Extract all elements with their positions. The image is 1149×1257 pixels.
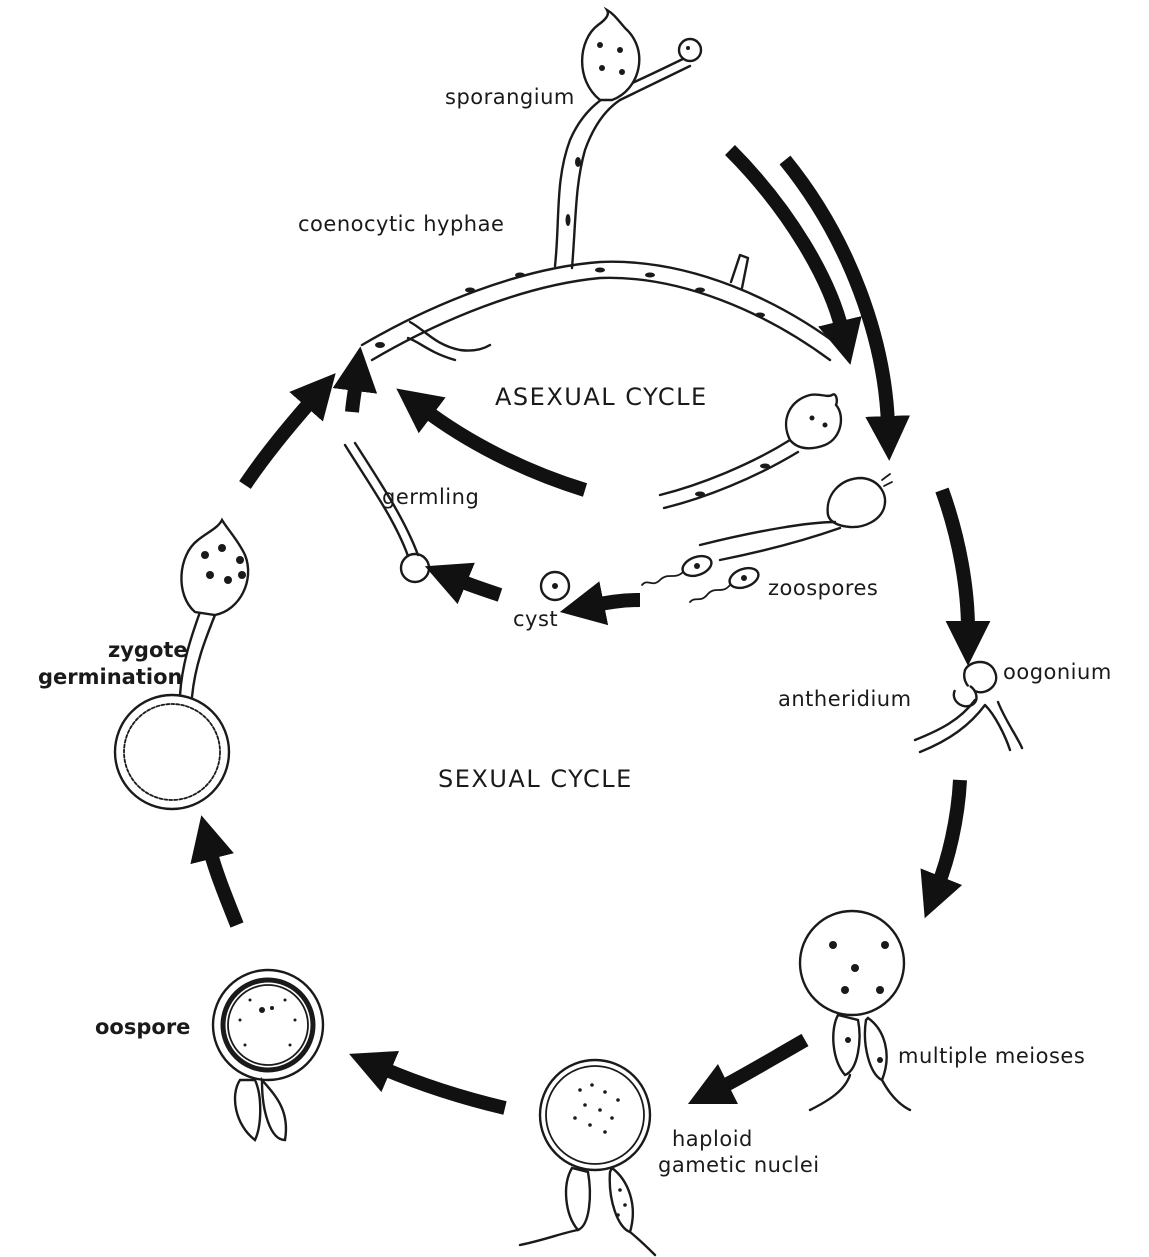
arrow-oogonium-to-meioses (938, 780, 960, 885)
label-sexual-cycle: SEXUAL CYCLE (438, 765, 633, 793)
arrow-germling-to-hyphae (352, 382, 356, 412)
arrow-haploid-to-oospore (382, 1068, 505, 1108)
haploid-nuclei-drawing (520, 1060, 655, 1255)
germling-drawing (345, 443, 429, 582)
arrow-cyst-to-germling (458, 580, 500, 595)
label-antheridium: antheridium (778, 687, 912, 711)
label-cyst: cyst (513, 607, 558, 631)
arrow-asexual-return (425, 410, 585, 490)
label-oospore: oospore (95, 1015, 190, 1039)
arrow-zoospores-to-cyst (595, 600, 640, 605)
zoospores-drawing (642, 552, 761, 602)
label-coenocytic-hyphae: coenocytic hyphae (298, 212, 504, 236)
arrow-sporangium-to-sporangium-right (730, 150, 842, 330)
label-gametic-nuclei: gametic nuclei (658, 1153, 820, 1177)
label-haploid: haploid (672, 1127, 753, 1151)
label-sporangium: sporangium (445, 85, 575, 109)
asexual-sporangium-drawing (660, 394, 892, 560)
arrow-zygote-to-hyphae (245, 400, 312, 485)
arrow-oospore-to-zygote (210, 850, 237, 925)
cyst-drawing (541, 572, 569, 600)
label-asexual-cycle: ASEXUAL CYCLE (495, 383, 708, 411)
multiple-meioses-drawing (800, 911, 910, 1110)
label-multiple-meioses: multiple meioses (898, 1044, 1085, 1068)
label-oogonium: oogonium (1003, 660, 1112, 684)
arrow-meioses-to-haploid (720, 1040, 805, 1088)
arrow-to-oogonium (942, 490, 968, 630)
label-zoospores: zoospores (768, 576, 878, 600)
oospore-drawing (213, 970, 323, 1140)
label-zygote: zygote (108, 638, 188, 662)
sporangium-drawing (582, 10, 701, 100)
label-germination: germination (38, 665, 182, 689)
label-germling: germling (382, 485, 479, 509)
